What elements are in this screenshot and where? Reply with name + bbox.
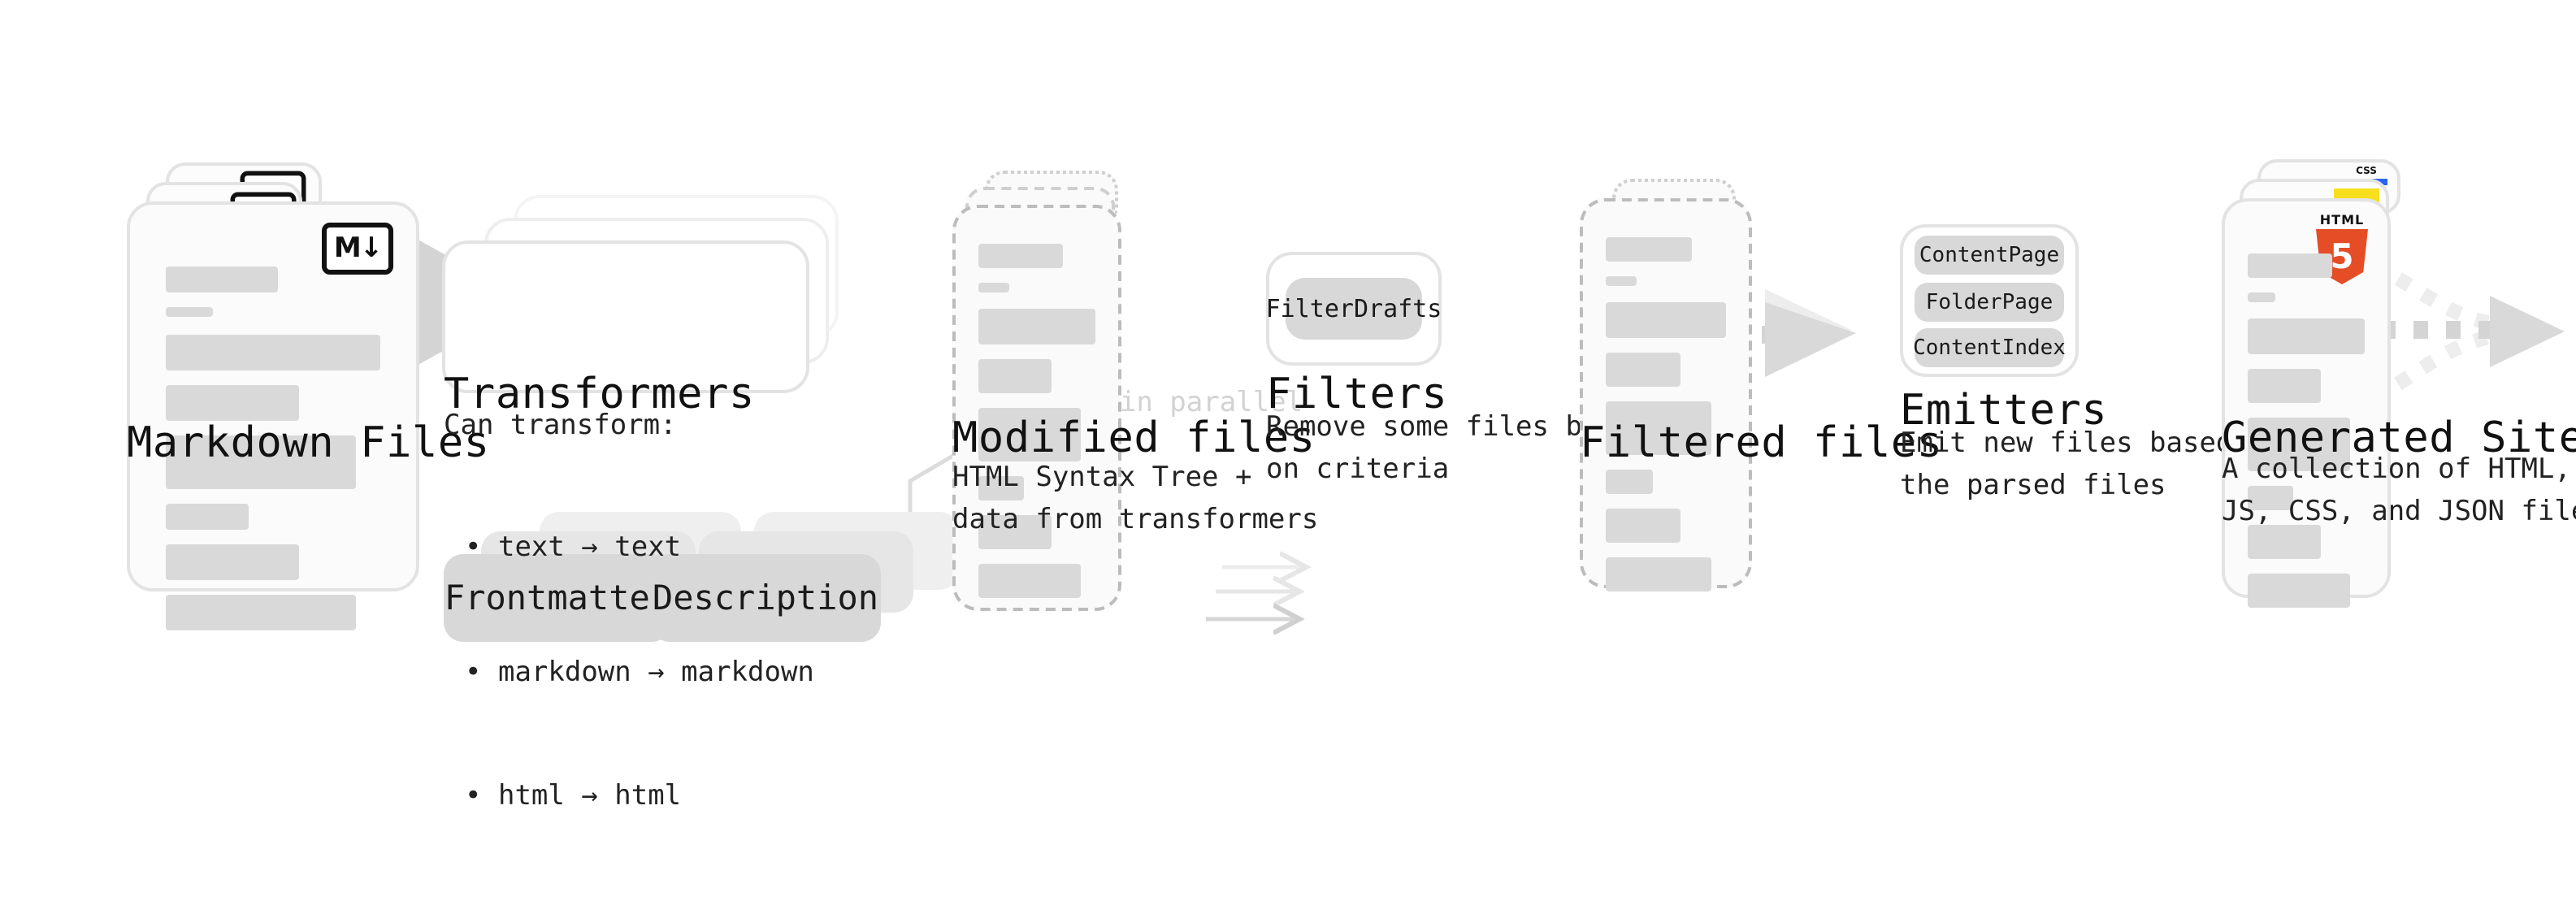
stage-title-markdown-files: Markdown Files bbox=[127, 419, 490, 468]
modified-card-front bbox=[952, 205, 1121, 611]
content-bar bbox=[978, 515, 1052, 549]
content-bar bbox=[2248, 418, 2351, 471]
chip-contentindex[interactable]: ContentIndex bbox=[1913, 328, 2066, 367]
pipeline-diagram: M↓ M↓ M↓ Markdown Files bbox=[0, 0, 2576, 681]
content-bar bbox=[2248, 318, 2365, 354]
content-bar bbox=[166, 335, 380, 370]
chip-contentpage[interactable]: ContentPage bbox=[1915, 236, 2064, 275]
site-card-content bbox=[2248, 253, 2365, 622]
filtered-card-content bbox=[1606, 237, 1726, 606]
content-bar bbox=[166, 266, 278, 292]
transformers-bullet: html → html bbox=[465, 777, 814, 818]
chip-filterdrafts[interactable]: FilterDrafts bbox=[1266, 278, 1442, 340]
stage-modified-files bbox=[952, 171, 1310, 611]
transformer-internal-arrows bbox=[1206, 567, 1300, 619]
transformers-bullet: text → text bbox=[465, 528, 814, 570]
generated-site-subtitle: A collection of HTML, JS, CSS, and JSON … bbox=[2222, 453, 2576, 527]
content-bar bbox=[978, 244, 1063, 268]
content-bar bbox=[1606, 401, 1712, 455]
content-bar bbox=[1606, 470, 1653, 494]
site-doc-stack: CSS HTML bbox=[2222, 159, 2576, 608]
content-bar bbox=[2248, 292, 2276, 302]
content-bar bbox=[978, 283, 1009, 292]
content-bar bbox=[166, 435, 357, 489]
stage-generated-site: CSS HTML bbox=[2222, 159, 2576, 608]
content-bar bbox=[166, 595, 357, 630]
site-card-front: HTML bbox=[2222, 198, 2391, 608]
modified-files-subtitle: HTML Syntax Tree + data from transformer… bbox=[952, 461, 1319, 535]
markdown-doc-stack: M↓ M↓ M↓ bbox=[127, 162, 484, 630]
content-bar bbox=[1606, 557, 1712, 591]
modified-card-content bbox=[978, 244, 1095, 613]
stage-title-filtered-files: Filtered files bbox=[1580, 419, 1943, 468]
markdown-icon: M↓ bbox=[322, 223, 393, 275]
content-bar bbox=[978, 309, 1095, 344]
stage-title-generated-site: Generated Site bbox=[2222, 414, 2576, 463]
content-bar bbox=[166, 504, 249, 530]
modified-doc-stack bbox=[952, 171, 1310, 611]
content-bar bbox=[2248, 525, 2321, 559]
stage-title-emitters: Emitters bbox=[1900, 387, 2108, 435]
content-bar bbox=[978, 564, 1082, 598]
filtered-doc-stack bbox=[1580, 179, 1937, 591]
stage-title-modified-files: Modified files bbox=[952, 414, 1316, 463]
content-bar bbox=[978, 359, 1052, 393]
filtered-card-front bbox=[1580, 198, 1752, 591]
content-bar bbox=[2248, 574, 2351, 608]
stage-title-transformers: Transformers bbox=[444, 370, 755, 419]
content-bar bbox=[978, 408, 1082, 461]
chip-folderpage[interactable]: FolderPage bbox=[1915, 283, 2064, 322]
transformers-bullet: markdown → markdown bbox=[465, 652, 814, 694]
content-bar bbox=[1606, 237, 1693, 262]
markdown-card-content bbox=[166, 266, 380, 645]
transformers-subtitle: Can transform: bbox=[444, 409, 677, 442]
content-bar bbox=[1606, 509, 1680, 543]
content-bar bbox=[166, 544, 299, 580]
html5-icon-label: HTML bbox=[2319, 213, 2365, 227]
content-bar bbox=[2248, 486, 2294, 510]
markdown-card-front: M↓ bbox=[127, 201, 419, 630]
filters-subtitle: Remove some files based on criteria bbox=[1266, 411, 1649, 485]
content-bar bbox=[2248, 253, 2332, 278]
stage-filtered-files bbox=[1580, 179, 1937, 591]
content-bar bbox=[978, 476, 1025, 500]
css3-icon-label: CSS bbox=[2356, 166, 2377, 177]
transformer-group-front bbox=[442, 240, 809, 393]
content-bar bbox=[166, 385, 299, 421]
content-bar bbox=[2248, 369, 2321, 403]
stage-title-filters: Filters bbox=[1266, 370, 1448, 419]
content-bar bbox=[1606, 302, 1726, 338]
transformers-bullet-list: text → text markdown → markdown html → h… bbox=[465, 445, 814, 901]
stage-markdown-files: M↓ M↓ M↓ bbox=[127, 162, 484, 630]
content-bar bbox=[1606, 353, 1680, 387]
content-bar bbox=[166, 307, 214, 317]
content-bar bbox=[1606, 276, 1637, 286]
